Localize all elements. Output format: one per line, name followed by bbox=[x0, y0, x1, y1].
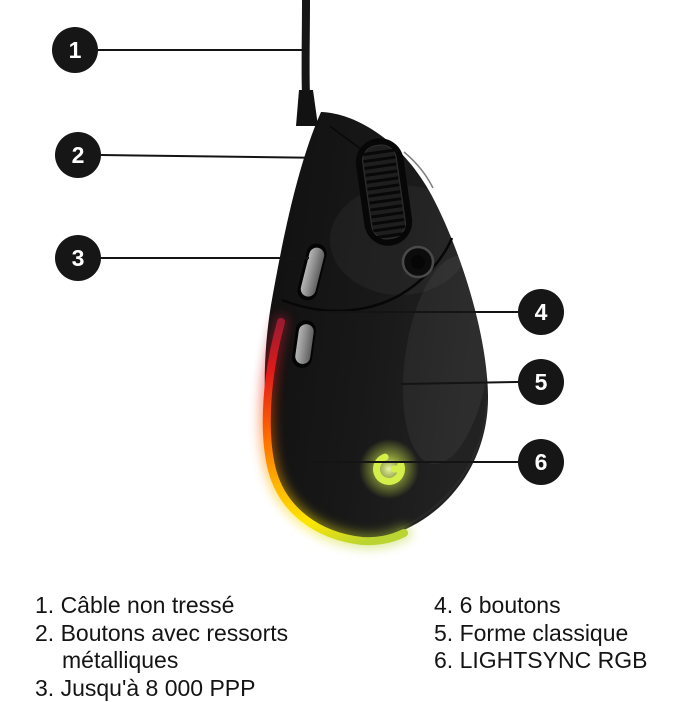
callout-number-6: 6 bbox=[535, 449, 548, 476]
callout-bubble-4: 4 bbox=[518, 289, 564, 335]
callout-number-2: 2 bbox=[72, 142, 85, 169]
callout-bubble-2: 2 bbox=[55, 132, 101, 178]
legend-item-2: 2. Boutons avec ressorts métalliques bbox=[35, 620, 387, 675]
legend-item-1: 1. Câble non tressé bbox=[35, 592, 387, 620]
legend-item-6: 6. LIGHTSYNC RGB bbox=[434, 647, 694, 675]
callout-number-4: 4 bbox=[535, 299, 548, 326]
callout-number-5: 5 bbox=[535, 369, 548, 396]
callout-bubble-6: 6 bbox=[518, 439, 564, 485]
callout-bubble-3: 3 bbox=[55, 235, 101, 281]
legend-column-left: 1. Câble non tressé 2. Boutons avec ress… bbox=[35, 592, 387, 702]
callout-line-2 bbox=[101, 155, 331, 158]
cable-strain-relief bbox=[296, 90, 318, 126]
logitech-g-logo-icon bbox=[359, 439, 419, 499]
dpi-button bbox=[403, 247, 433, 277]
legend-item-3: 3. Jusqu'à 8 000 PPP bbox=[35, 675, 387, 702]
callout-bubble-1: 1 bbox=[52, 27, 98, 73]
legend-item-5: 5. Forme classique bbox=[434, 620, 694, 648]
legend-column-right: 4. 6 boutons 5. Forme classique 6. LIGHT… bbox=[434, 592, 694, 675]
callout-number-3: 3 bbox=[72, 245, 85, 272]
callout-bubble-5: 5 bbox=[518, 359, 564, 405]
callout-number-1: 1 bbox=[69, 37, 82, 64]
legend-item-4: 4. 6 boutons bbox=[434, 592, 694, 620]
